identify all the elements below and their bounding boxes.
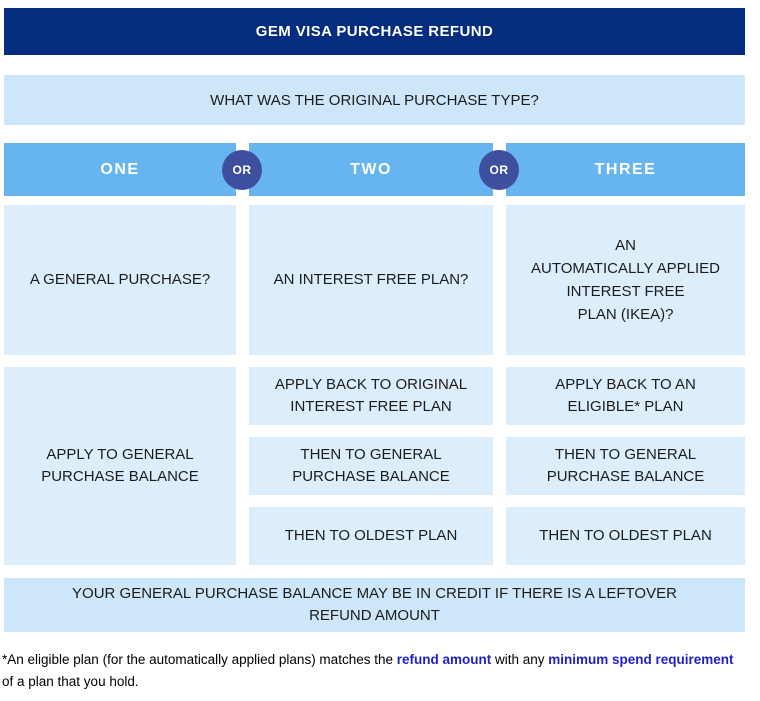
or-badge-1: OR [222, 149, 262, 190]
column-header-two-label: TWO [350, 160, 392, 178]
column-header-two: TWO [249, 143, 493, 196]
column-two-question-text: AN INTEREST FREE PLAN? [273, 271, 469, 289]
refund-flow-body: A GENERAL PURCHASE? APPLY TO GENERAL PUR… [4, 205, 745, 565]
footnote-text-1: *An eligible plan (for the automatically… [2, 652, 397, 667]
column-three-question-text: AN AUTOMATICALLY APPLIED INTEREST FREE P… [531, 236, 720, 324]
column-two-step-2-text: THEN TO GENERAL PURCHASE BALANCE [292, 446, 450, 485]
column-two-step-1-text: APPLY BACK TO ORIGINAL INTEREST FREE PLA… [274, 376, 468, 415]
column-one-question-text: A GENERAL PURCHASE? [29, 271, 211, 289]
column-two-step-2: THEN TO GENERAL PURCHASE BALANCE [249, 437, 493, 495]
column-two-question-box: AN INTEREST FREE PLAN? [249, 205, 493, 355]
column-three: AN AUTOMATICALLY APPLIED INTEREST FREE P… [506, 205, 745, 565]
column-two-step-3-text: THEN TO OLDEST PLAN [284, 527, 458, 545]
column-three-step-3: THEN TO OLDEST PLAN [506, 507, 745, 565]
column-three-step-1: APPLY BACK TO AN ELIGIBLE* PLAN [506, 367, 745, 425]
or-badge-1-label: OR [232, 162, 252, 177]
or-badge-2-label: OR [489, 162, 509, 177]
purchase-type-question-text: WHAT WAS THE ORIGINAL PURCHASE TYPE? [210, 91, 539, 109]
column-one-step-1-text: APPLY TO GENERAL PURCHASE BALANCE [41, 446, 199, 485]
column-header-three: THREE [506, 143, 745, 196]
minimum-spend-emphasis: minimum spend requirement [548, 652, 734, 667]
column-three-step-2: THEN TO GENERAL PURCHASE BALANCE [506, 437, 745, 495]
column-two-step-3: THEN TO OLDEST PLAN [249, 507, 493, 565]
column-one-step-1: APPLY TO GENERAL PURCHASE BALANCE [4, 367, 236, 565]
column-header-one: ONE [4, 143, 236, 196]
diagram-title: GEM VISA PURCHASE REFUND [255, 23, 494, 40]
column-three-question-box: AN AUTOMATICALLY APPLIED INTEREST FREE P… [506, 205, 745, 355]
diagram-title-bar: GEM VISA PURCHASE REFUND [4, 8, 745, 55]
footnote-text-3: of a plan that you hold. [2, 674, 139, 690]
eligible-plan-footnote: *An eligible plan (for the automatically… [2, 649, 745, 694]
column-two-step-1: APPLY BACK TO ORIGINAL INTEREST FREE PLA… [249, 367, 493, 425]
column-headers-row: ONE TWO THREE OR OR [4, 143, 745, 196]
column-header-one-label: ONE [100, 160, 140, 178]
leftover-refund-note-bar: YOUR GENERAL PURCHASE BALANCE MAY BE IN … [4, 578, 745, 632]
column-header-three-label: THREE [594, 160, 657, 178]
column-two: AN INTEREST FREE PLAN? APPLY BACK TO ORI… [249, 205, 493, 565]
or-badge-2: OR [479, 149, 519, 190]
column-one-question-box: A GENERAL PURCHASE? [4, 205, 236, 355]
purchase-type-question-bar: WHAT WAS THE ORIGINAL PURCHASE TYPE? [4, 75, 745, 125]
column-one: A GENERAL PURCHASE? APPLY TO GENERAL PUR… [4, 205, 236, 565]
footnote-text-2: with any [491, 652, 549, 667]
column-three-step-1-text: APPLY BACK TO AN ELIGIBLE* PLAN [555, 376, 696, 415]
leftover-refund-note-text: YOUR GENERAL PURCHASE BALANCE MAY BE IN … [72, 584, 677, 625]
refund-amount-emphasis: refund amount [396, 652, 492, 667]
column-three-step-3-text: THEN TO OLDEST PLAN [539, 527, 712, 545]
column-three-step-2-text: THEN TO GENERAL PURCHASE BALANCE [546, 446, 705, 485]
